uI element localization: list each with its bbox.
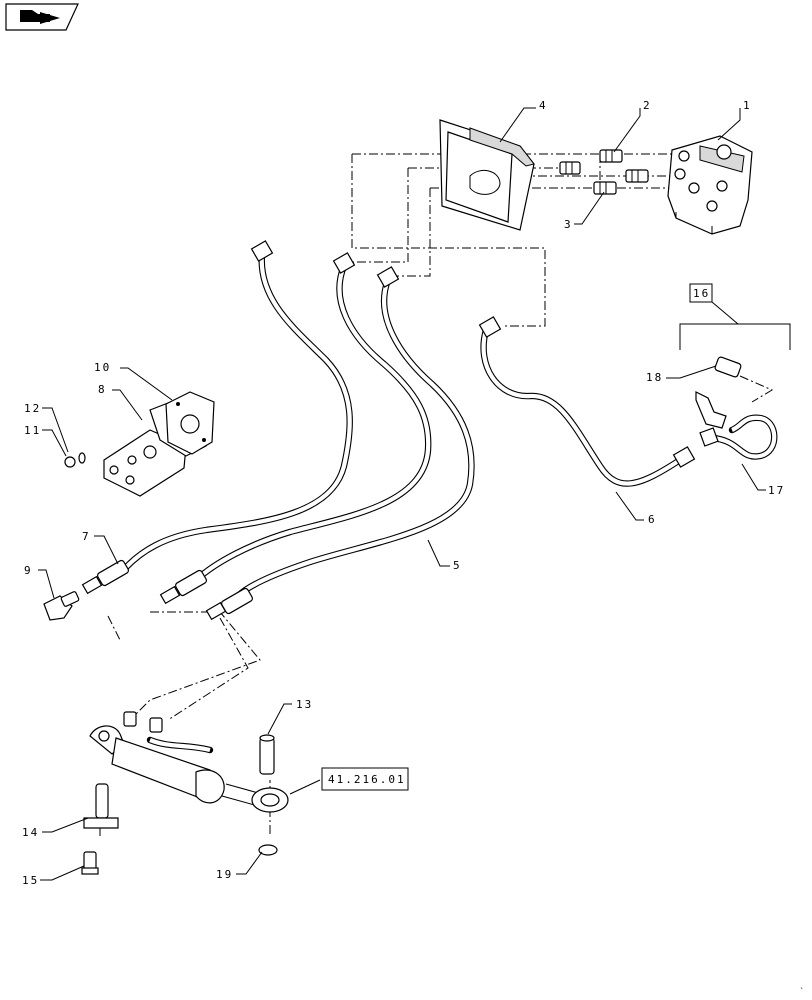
callout-14: 14 (22, 826, 39, 839)
leader-lines (38, 107, 766, 881)
corner-mark: ` (800, 986, 804, 996)
steering-cylinder (89, 711, 289, 813)
arrow-back-icon[interactable] (5, 3, 79, 31)
hose-5a (192, 262, 432, 584)
callout-11: 11 (24, 424, 41, 437)
hose-7 (116, 250, 353, 578)
gasket-part-10 (165, 391, 215, 455)
ring-part-19 (258, 844, 278, 856)
bracket-part-14 (83, 783, 119, 829)
callout-5: 5 (453, 559, 462, 572)
fitting-part-18 (714, 356, 742, 378)
hose-fittings (81, 240, 719, 621)
elbow-part-9 (43, 591, 80, 621)
adapter-part-3 (593, 181, 617, 195)
steering-valve-part-1 (667, 135, 753, 235)
callout-16-box: 16 (689, 283, 713, 303)
washer-part-12 (78, 452, 86, 464)
kit-bracket-16 (679, 301, 791, 350)
pin-part-13 (259, 734, 275, 775)
callout-18: 18 (646, 371, 663, 384)
callout-13: 13 (296, 698, 313, 711)
callout-7: 7 (82, 530, 91, 543)
callout-19: 19 (216, 868, 233, 881)
reference-link-box[interactable]: 41.216.01 (321, 767, 409, 791)
hose-6 (480, 326, 684, 487)
hose-17 (708, 414, 778, 460)
reference-link-text[interactable]: 41.216.01 (328, 773, 406, 786)
callout-4: 4 (539, 99, 548, 112)
callout-12: 12 (24, 402, 41, 415)
bolt-part-15 (81, 851, 99, 875)
adapters-part-2 (559, 149, 649, 183)
nut-part-11 (64, 456, 76, 468)
bezel-part-4 (439, 119, 535, 231)
callout-9: 9 (24, 564, 33, 577)
routing-lines (99, 153, 774, 836)
callout-6: 6 (648, 513, 657, 526)
callout-3: 3 (564, 218, 573, 231)
callout-2: 2 (643, 99, 652, 112)
bracket-part-17 (695, 391, 727, 429)
callout-1: 1 (743, 99, 752, 112)
callout-8: 8 (98, 383, 107, 396)
callout-15: 15 (22, 874, 39, 887)
callout-16: 16 (693, 287, 710, 300)
callout-10: 10 (94, 361, 111, 374)
hose-5b (234, 276, 475, 600)
callout-17: 17 (768, 484, 785, 497)
